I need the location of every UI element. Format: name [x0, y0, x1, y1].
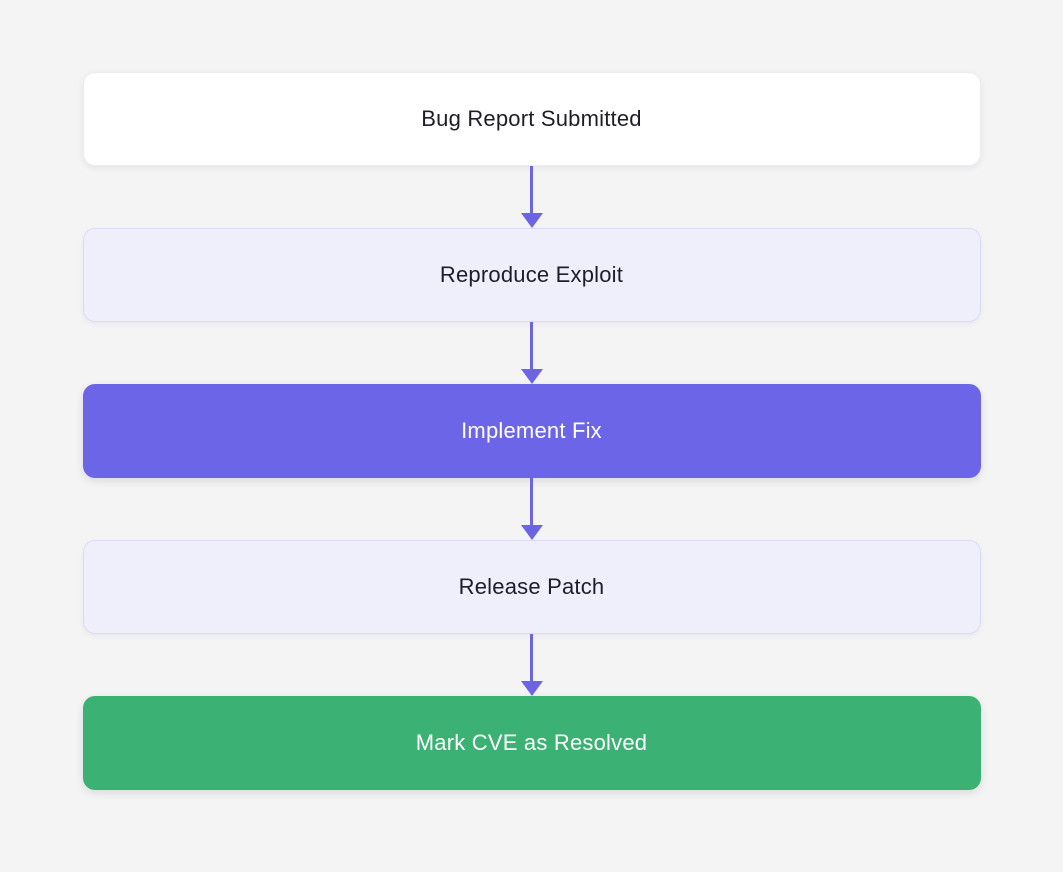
connector-line [530, 322, 533, 369]
arrow-down-icon [520, 369, 543, 384]
arrow-down-icon [520, 681, 543, 696]
flow-node-label: Reproduce Exploit [439, 262, 624, 287]
flow-connector [0, 166, 1063, 228]
flow-connector [0, 322, 1063, 384]
flow-node-label: Implement Fix [461, 418, 602, 443]
connector-line [530, 478, 533, 525]
flow-node-bug-report-submitted: Bug Report Submitted [82, 72, 981, 166]
connector-line [530, 634, 533, 681]
flow-node-label: Mark CVE as Resolved [415, 730, 648, 755]
flow-node-implement-fix: Implement Fix [82, 384, 981, 478]
connector-line [530, 166, 533, 213]
flow-connector [0, 478, 1063, 540]
flow-node-mark-cve-as-resolved: Mark CVE as Resolved [82, 696, 981, 790]
arrow-down-icon [520, 525, 543, 540]
flow-connector [0, 634, 1063, 696]
arrow-down-icon [520, 213, 543, 228]
flow-node-reproduce-exploit: Reproduce Exploit [82, 228, 981, 322]
flow-node-label: Bug Report Submitted [421, 106, 642, 131]
flow-node-release-patch: Release Patch [82, 540, 981, 634]
flow-node-label: Release Patch [458, 574, 605, 599]
